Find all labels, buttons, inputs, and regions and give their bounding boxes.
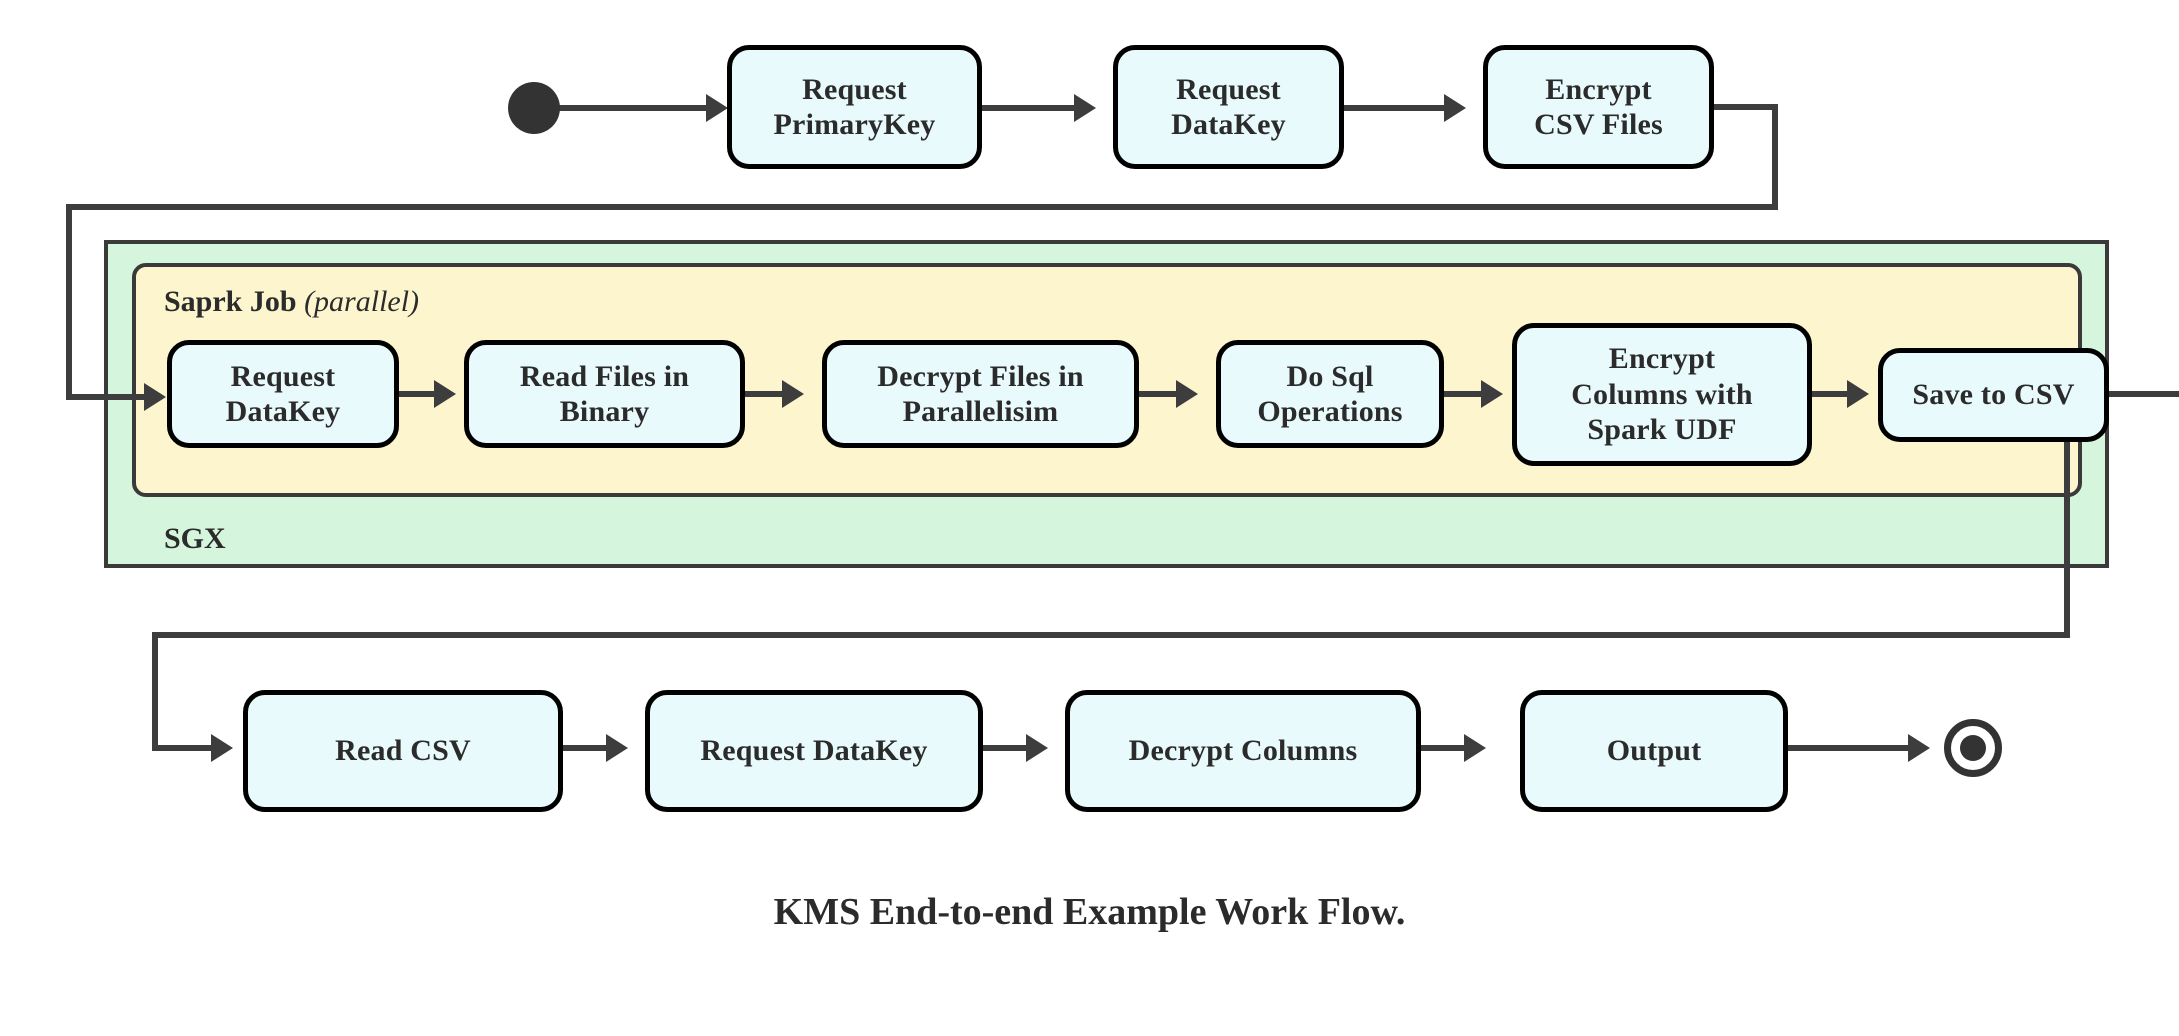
arrowhead-to-read-files-in-binary (434, 380, 456, 408)
arrowhead-to-output (1464, 734, 1486, 762)
arrowhead-to-decrypt-files-in-parallelisim (782, 380, 804, 408)
sgx-label: SGX (164, 522, 226, 555)
edge-bottom-left-descend (152, 632, 158, 748)
arrowhead-to-encrypt-csv-files (1444, 94, 1466, 122)
spark-job-parallel-annotation: (parallel) (304, 285, 420, 318)
edge-m2-m3 (745, 391, 789, 397)
arrowhead-to-read-csv (211, 734, 233, 762)
arrowhead-to-request-datakey-spark (144, 383, 166, 411)
node-label: Do Sql Operations (1257, 359, 1403, 428)
node-request-datakey-top[interactable]: Request DataKey (1113, 45, 1344, 169)
node-save-to-csv[interactable]: Save to CSV (1878, 348, 2109, 442)
node-label: Read CSV (335, 734, 471, 768)
node-decrypt-files-in-parallelisim[interactable]: Decrypt Files in Parallelisim (822, 340, 1139, 448)
spark-job-label: Saprk Job (parallel) (164, 285, 420, 318)
edge-top-return-left (66, 204, 1778, 210)
node-label: Decrypt Columns (1128, 734, 1358, 768)
node-encrypt-csv-files[interactable]: Encrypt CSV Files (1483, 45, 1714, 169)
node-encrypt-columns-with-spark-udf[interactable]: Encrypt Columns with Spark UDF (1512, 323, 1812, 466)
edge-into-read-csv (152, 745, 224, 751)
edge-output-to-end (1788, 745, 1918, 751)
arrowhead-to-end-node (1908, 734, 1930, 762)
arrowhead-to-do-sql-operations (1176, 380, 1198, 408)
edge-save-csv-down (2064, 391, 2070, 638)
node-read-files-in-binary[interactable]: Read Files in Binary (464, 340, 745, 448)
edge-bottom-return-left (152, 632, 2070, 638)
edge-save-csv-exit-right (2109, 391, 2179, 397)
arrowhead-to-request-datakey-bottom (606, 734, 628, 762)
edge-primarykey-to-datakey (982, 105, 1088, 111)
node-label: Request DataKey (1171, 72, 1286, 141)
node-label: Decrypt Files in Parallelisim (877, 359, 1084, 428)
edge-m5-m6 (1812, 391, 1854, 397)
node-label: Request DataKey (700, 734, 928, 768)
edge-m4-m5 (1444, 391, 1488, 397)
edge-datakey-to-encrypt-csv (1344, 105, 1458, 111)
arrowhead-to-save-to-csv (1847, 380, 1869, 408)
node-request-datakey-spark[interactable]: Request DataKey (167, 340, 399, 448)
node-label: Encrypt CSV Files (1534, 72, 1663, 141)
arrowhead-to-encrypt-columns-with-spark-udf (1481, 380, 1503, 408)
edge-b3-b4 (1421, 745, 1471, 751)
edge-left-descend (66, 204, 72, 400)
edge-m3-m4 (1139, 391, 1183, 397)
node-output[interactable]: Output (1520, 690, 1788, 812)
node-do-sql-operations[interactable]: Do Sql Operations (1216, 340, 1444, 448)
edge-into-spark-job (66, 394, 158, 400)
edge-encrypt-csv-down (1772, 104, 1778, 210)
arrowhead-to-request-datakey-top (1074, 94, 1096, 122)
edge-m1-m2 (399, 391, 441, 397)
end-node (1944, 719, 2002, 777)
edge-b2-b3 (983, 745, 1033, 751)
start-node (508, 82, 560, 134)
node-label: Request PrimaryKey (773, 72, 936, 141)
arrowhead-to-decrypt-columns (1026, 734, 1048, 762)
node-label: Request DataKey (225, 359, 341, 428)
node-label: Read Files in Binary (519, 359, 690, 428)
arrowhead-to-request-primarykey (706, 94, 728, 122)
figure-caption: KMS End-to-end Example Work Flow. (773, 891, 1406, 933)
node-label: Output (1606, 734, 1702, 768)
node-request-datakey-bottom[interactable]: Request DataKey (645, 690, 983, 812)
node-read-csv[interactable]: Read CSV (243, 690, 563, 812)
node-decrypt-columns[interactable]: Decrypt Columns (1065, 690, 1421, 812)
node-request-primarykey[interactable]: Request PrimaryKey (727, 45, 982, 169)
edge-b1-b2 (563, 745, 613, 751)
node-label: Save to CSV (1912, 378, 2075, 412)
edge-encrypt-csv-exit-right (1714, 104, 1778, 110)
node-label: Encrypt Columns with Spark UDF (1571, 342, 1753, 447)
edge-start-to-request-primarykey (558, 105, 720, 111)
